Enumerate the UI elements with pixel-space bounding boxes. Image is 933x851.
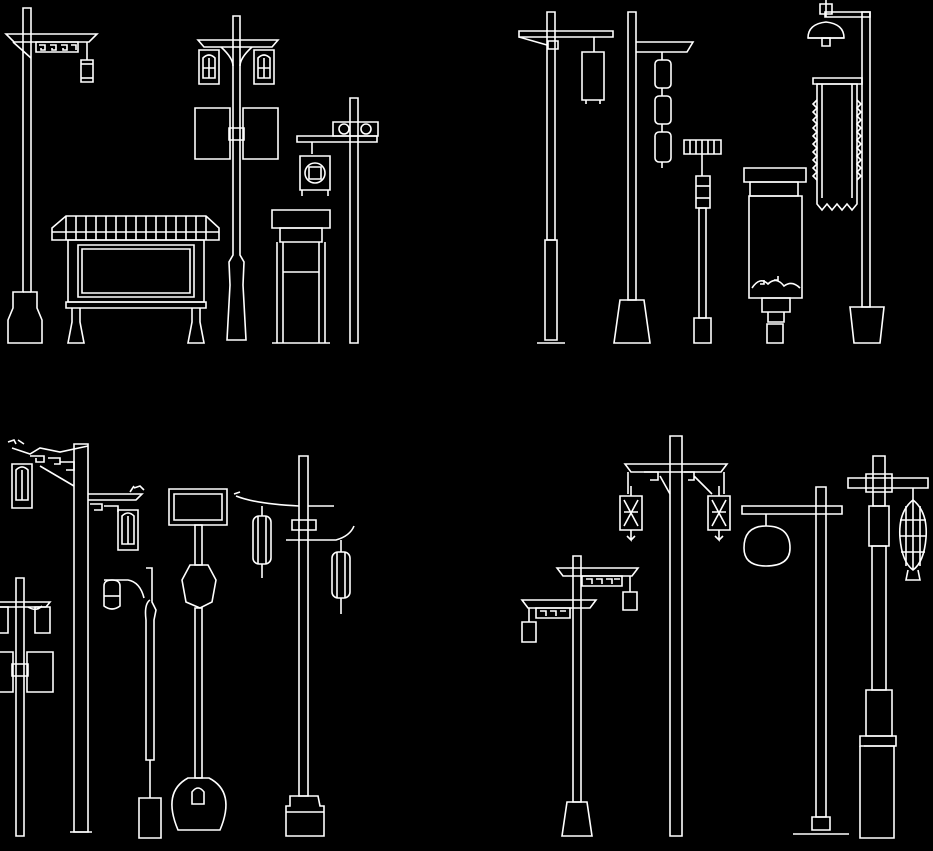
scroll-column-lamp [744, 168, 806, 343]
group-bottom-left [0, 440, 354, 838]
group-top-right [519, 0, 884, 343]
dome-lamp-pole [742, 487, 849, 834]
sign-and-vase-post [169, 489, 227, 830]
small-signboard-stand [272, 210, 330, 343]
twin-lantern-post [195, 16, 278, 340]
roofed-notice-board [52, 216, 219, 343]
group-top-left [6, 8, 378, 343]
hanging-bell-lamp-post [808, 0, 884, 343]
banner-post [519, 12, 613, 343]
group-bottom-right [522, 436, 928, 838]
curved-arm-lantern-pole [234, 456, 354, 836]
cross-arm-lantern-post [297, 98, 378, 343]
bracket-lamp-post [6, 8, 97, 343]
hooked-lantern-pole [104, 568, 161, 838]
double-panel-post [0, 578, 53, 836]
tiered-lantern-post [614, 12, 693, 343]
two-level-lantern-post [522, 556, 638, 836]
ornate-bracket-pole [8, 440, 144, 832]
cross-top-lantern-pole [848, 456, 928, 838]
tall-twin-lantern-pole [620, 436, 730, 836]
comb-head-bollard-light [684, 140, 721, 343]
